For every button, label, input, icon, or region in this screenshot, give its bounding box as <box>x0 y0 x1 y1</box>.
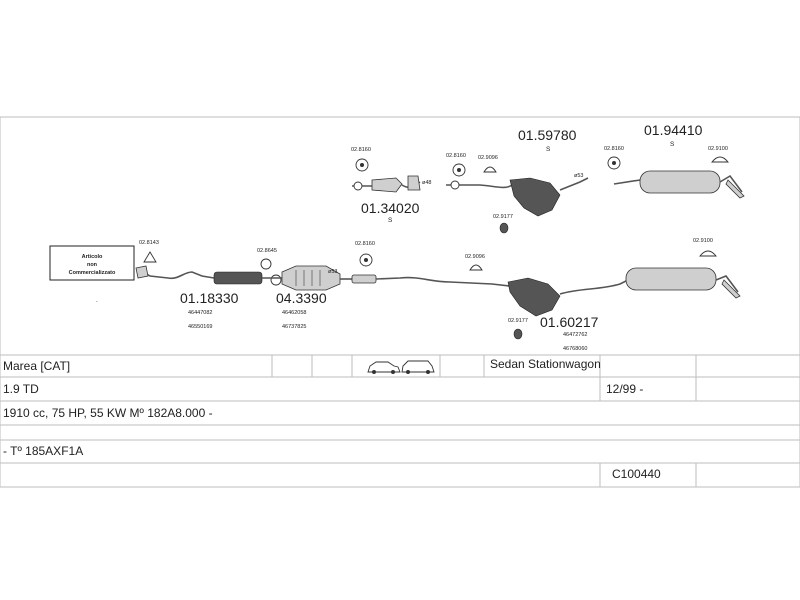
clamp-02-9177-a: 02.9177 <box>493 214 513 234</box>
svg-text:02.8160: 02.8160 <box>351 147 371 153</box>
rear-silencer-01-94410 <box>613 170 745 199</box>
svg-text:02.9100: 02.9100 <box>708 146 728 152</box>
svg-text:02.8160: 02.8160 <box>446 153 466 159</box>
vehicle-table <box>0 117 800 488</box>
ref-46447082: 46447082 <box>188 310 212 316</box>
stationwagon-car-icon <box>401 360 435 374</box>
part-number-01-60217: 01.60217 <box>540 314 599 330</box>
dim-label-53b: ø53 <box>328 269 337 275</box>
svg-text:02.9177: 02.9177 <box>508 318 528 324</box>
svg-text:Commercializzato: Commercializzato <box>69 270 116 276</box>
svg-text:02.9096: 02.9096 <box>465 254 485 260</box>
svg-text:02.9177: 02.9177 <box>493 214 513 220</box>
middle-silencer-01-59780 <box>446 177 589 217</box>
part-number-04-3390: 04.3390 <box>276 290 327 306</box>
gasket-02-8143: 02.8143 <box>139 240 159 263</box>
catalytic-converter-04-3390 <box>262 265 352 291</box>
gasket-02-8160-d: 02.8160 <box>355 241 375 267</box>
part-number-01-94410: 01.94410 <box>644 122 703 138</box>
rear-section-01-60217 <box>351 267 741 317</box>
front-pipe-01-34020 <box>352 175 421 193</box>
ref-46768060: 46768060 <box>563 346 587 352</box>
hanger-02-9096-a: 02.9096 <box>478 155 498 173</box>
part-number-01-34020: 01.34020 <box>361 200 420 216</box>
type-code: - Tº 185AXF1A <box>3 444 83 458</box>
not-sold-note-box: Articolo non Commercializzato <box>49 245 135 281</box>
ref-46737825: 46737825 <box>282 324 306 330</box>
ref-46462058: 46462058 <box>282 310 306 316</box>
part-01-34020-s: S <box>388 217 393 224</box>
svg-text:02.8645: 02.8645 <box>257 248 277 254</box>
catalog-number: C100440 <box>612 467 661 481</box>
ref-46550169: 46550169 <box>188 324 212 330</box>
front-pipe-01-18330 <box>135 265 263 285</box>
engine-spec: 1910 cc, 75 HP, 55 KW Mº 182A8.000 - <box>3 406 213 420</box>
svg-text:02.8160: 02.8160 <box>604 146 624 152</box>
svg-text:02.9100: 02.9100 <box>693 238 713 244</box>
ref-46472762: 46472762 <box>563 332 587 338</box>
part-01-94410-s: S <box>670 141 675 148</box>
dim-label-48: ø48 <box>422 180 431 186</box>
hanger-02-9096-b: 02.9096 <box>465 254 485 271</box>
gasket-02-8160-a: 02.8160 <box>351 147 371 172</box>
svg-text:02.9096: 02.9096 <box>478 155 498 161</box>
part-01-59780-s: S <box>546 146 551 153</box>
svg-text:02.8143: 02.8143 <box>139 240 159 246</box>
gasket-02-8160-b: 02.8160 <box>446 153 466 177</box>
sedan-car-icon <box>367 361 401 374</box>
gasket-02-8160-c: 02.8160 <box>604 146 624 170</box>
part-number-01-18330: 01.18330 <box>180 290 239 306</box>
body-types: Sedan Stationwagon <box>490 357 601 371</box>
hanger-02-9100-a: 02.9100 <box>708 146 729 163</box>
svg-text:Articolo: Articolo <box>82 254 103 260</box>
hanger-02-9100-b: 02.9100 <box>693 238 717 257</box>
production-date: 12/99 - <box>606 382 643 396</box>
note-dot: . <box>96 297 98 304</box>
clamp-02-9177-b: 02.9177 <box>508 318 528 340</box>
svg-text:02.8160: 02.8160 <box>355 241 375 247</box>
svg-text:non: non <box>87 262 98 268</box>
engine: 1.9 TD <box>3 382 39 396</box>
model-name: Marea [CAT] <box>3 359 70 373</box>
dim-label-53: ø53 <box>574 173 583 179</box>
part-number-01-59780: 01.59780 <box>518 127 577 143</box>
